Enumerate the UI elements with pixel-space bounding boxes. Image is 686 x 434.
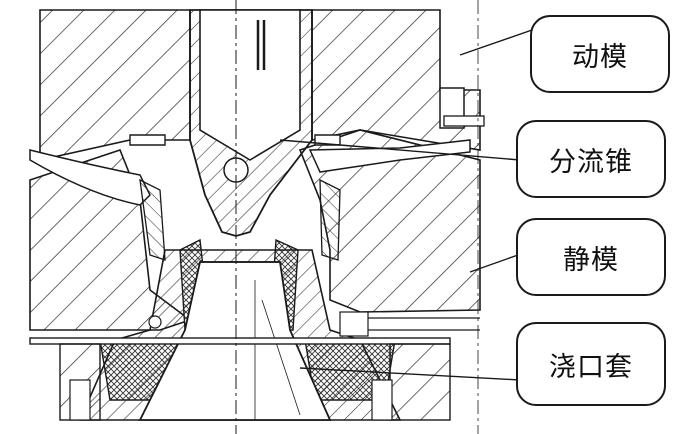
- leader-spreader: [279, 139, 521, 161]
- leader-fixed-die: [469, 254, 519, 273]
- callout-sprue-bushing: 浇口套: [516, 322, 666, 406]
- callout-spreader-label: 分流锥: [549, 146, 633, 178]
- movable-die-body: [39, 9, 481, 161]
- leader-sprue-bushing: [299, 367, 521, 381]
- callout-spreader: 分流锥: [516, 120, 666, 198]
- spreader-cone: [189, 9, 313, 237]
- callout-movable-die: 动模: [530, 15, 670, 93]
- base-plate: [29, 311, 480, 421]
- callout-fixed-die: 静模: [516, 218, 666, 296]
- guide-bolt: [439, 87, 485, 129]
- callout-sprue-bushing-label: 浇口套: [549, 351, 633, 383]
- callout-movable-die-label: 动模: [572, 41, 628, 73]
- leader-movable-die: [459, 29, 533, 56]
- runner-channels: [29, 134, 471, 261]
- callout-fixed-die-label: 静模: [563, 244, 619, 276]
